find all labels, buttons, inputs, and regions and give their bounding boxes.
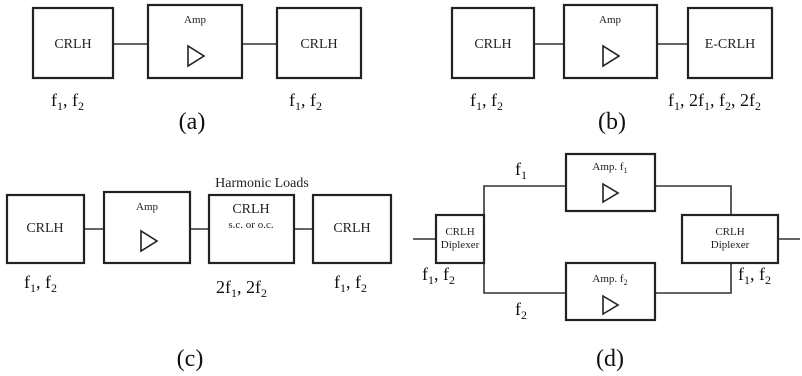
amplifier-triangle-icon [187, 44, 206, 68]
crlh-label-c-left: CRLH [26, 221, 63, 236]
crlh-block-c-right [311, 193, 393, 265]
ecrlh-label-b-right: E-CRLH [705, 37, 756, 52]
branch-f1-left [483, 185, 566, 215]
amp-block-c [102, 190, 192, 265]
crlh-block-c-left [5, 193, 86, 265]
harmonic-load-label-line2: s.c. or o.c. [228, 219, 273, 231]
amplifier-triangle-icon [140, 229, 159, 253]
harmonic-load-block-c [207, 193, 296, 265]
crlh-block-a-right [275, 6, 363, 80]
panel-c: Harmonic Loads CRLH Amp CRLH s.c. or o.c… [5, 176, 393, 372]
diplexer-left-line1: CRLH [445, 226, 474, 238]
amp-label-b: Amp [599, 14, 622, 26]
crlh-label-a-left: CRLH [54, 37, 91, 52]
label-f1: f1 [515, 159, 527, 182]
crlh-label-c-right: CRLH [333, 221, 370, 236]
branch-f2-right [655, 263, 732, 294]
freq-label-d-left: f1, f2 [422, 264, 455, 287]
amp-block-a [146, 3, 244, 80]
diplexer-right-line2: Diplexer [711, 239, 750, 251]
amp-label-f1: Amp. f1 [592, 161, 627, 175]
crlh-label-a-right: CRLH [300, 37, 337, 52]
freq-label-a-left: f1, f2 [51, 90, 84, 113]
caption-a: (a) [179, 109, 206, 135]
label-f2: f2 [515, 299, 527, 322]
caption-d: (d) [596, 346, 624, 372]
panel-d: CRLH Diplexer CRLH Diplexer Amp. f1 Amp.… [413, 152, 800, 372]
amp-block-b [562, 3, 659, 80]
crlh-block-a-left [31, 6, 115, 80]
crlh-label-b-left: CRLH [474, 37, 511, 52]
branch-f2-left [483, 263, 566, 294]
amplifier-triangle-icon [602, 44, 621, 68]
amp-label-c: Amp [136, 201, 159, 213]
amp-label-f2: Amp. f2 [592, 273, 627, 287]
branch-f1-right [655, 185, 732, 215]
diplexer-left-line2: Diplexer [441, 239, 480, 251]
amplifier-triangle-icon [602, 294, 620, 316]
panel-a: CRLH Amp CRLH f1, f2 f1, f2 (a) [31, 3, 363, 135]
freq-label-c-left: f1, f2 [24, 272, 57, 295]
amp-block-f1 [564, 152, 657, 213]
crlh-diplexer-left [434, 213, 486, 265]
freq-label-a-right: f1, f2 [289, 90, 322, 113]
crlh-diplexer-right [680, 213, 780, 265]
diplexer-right-line1: CRLH [715, 226, 744, 238]
harmonic-loads-label: Harmonic Loads [215, 176, 309, 191]
amp-block-f2 [564, 261, 657, 322]
harmonic-load-label-line1: CRLH [232, 202, 269, 217]
panel-b: CRLH Amp E-CRLH f1, f2 f1, 2f1, f2, 2f2 … [450, 3, 774, 135]
freq-label-d-right: f1, f2 [738, 264, 771, 287]
freq-label-c-mid: 2f1, 2f2 [216, 277, 267, 300]
freq-label-b-right: f1, 2f1, f2, 2f2 [668, 90, 761, 113]
ecrlh-block-b-right [686, 6, 774, 80]
freq-label-c-right: f1, f2 [334, 272, 367, 295]
caption-c: (c) [177, 346, 204, 372]
crlh-block-b-left [450, 6, 536, 80]
freq-label-b-left: f1, f2 [470, 90, 503, 113]
amp-label-a: Amp [184, 14, 207, 26]
caption-b: (b) [598, 109, 626, 135]
amplifier-triangle-icon [602, 182, 620, 204]
